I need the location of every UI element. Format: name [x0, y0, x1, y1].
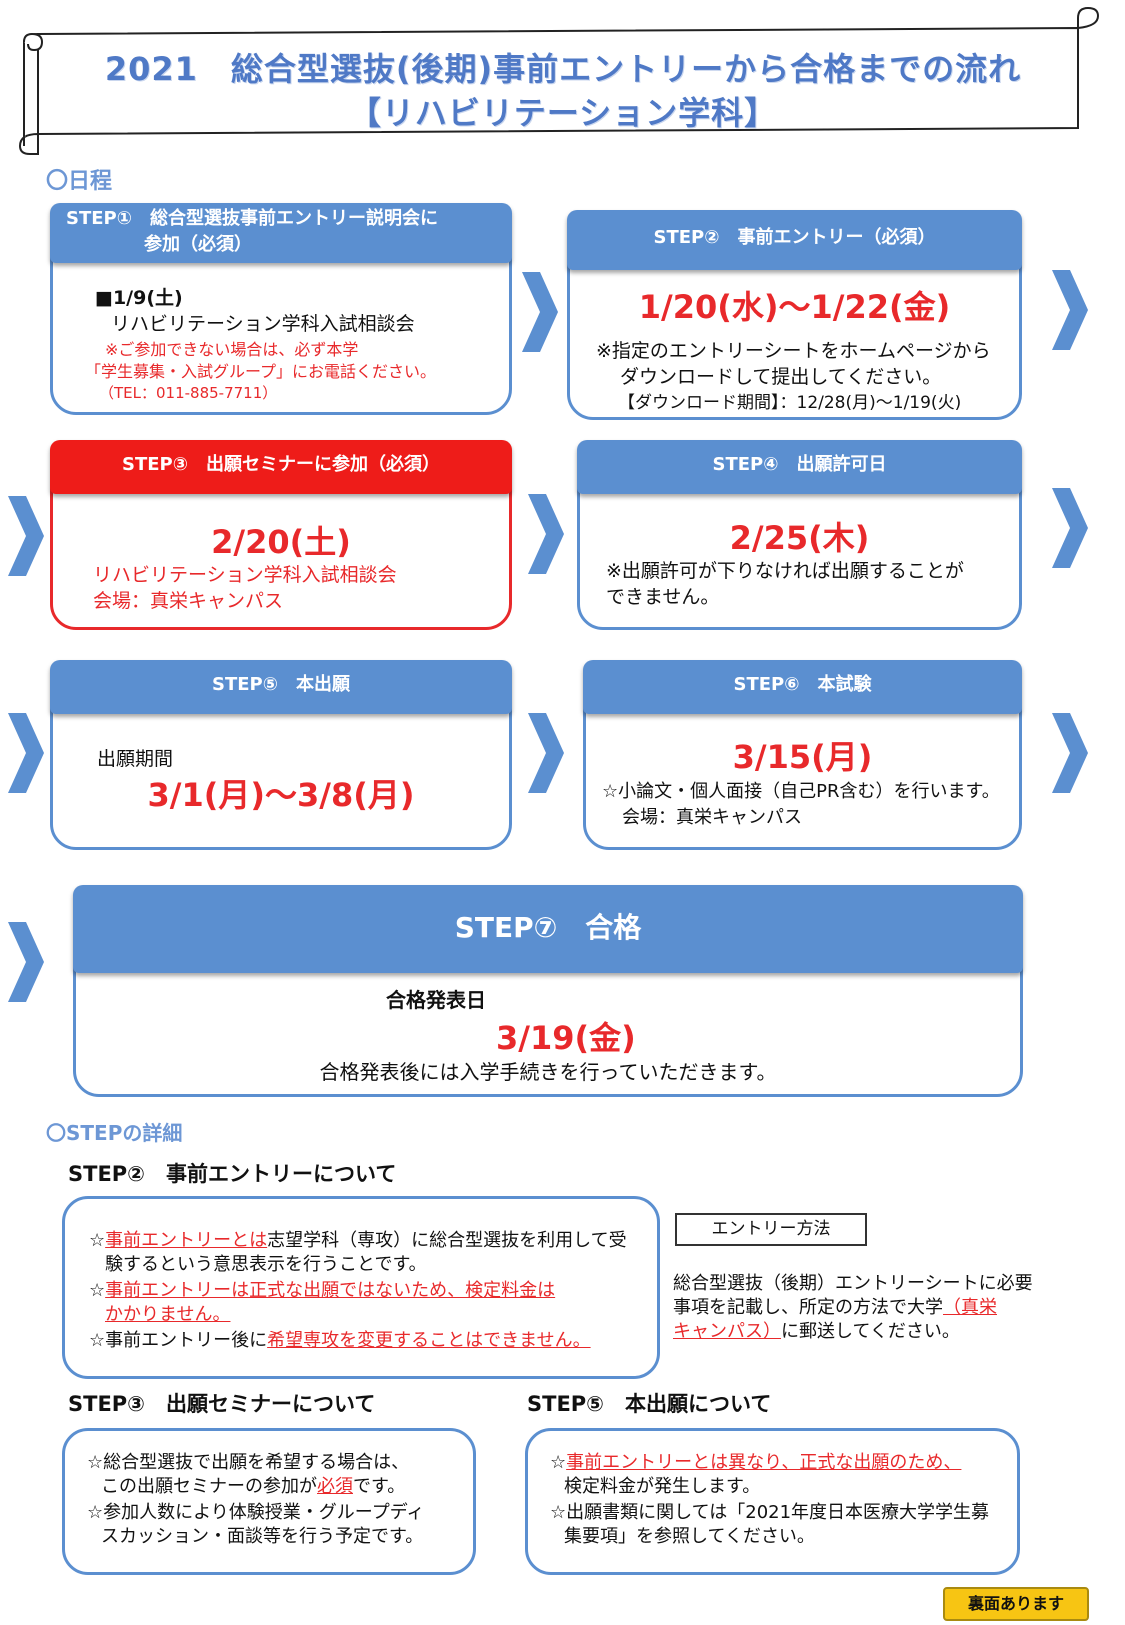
detail-step5-line2: 検定料金が発生します。	[564, 1476, 761, 1497]
step3-date: 2/20(土)	[211, 523, 351, 561]
chevron-right-icon	[1052, 270, 1088, 350]
chevron-right-icon	[522, 272, 558, 352]
step7-header: STEP⑦ 合格	[73, 885, 1023, 973]
chevron-right-icon	[1052, 713, 1088, 793]
step1-header: STEP① 総合型選抜事前エントリー説明会に 参加（必須）	[50, 203, 512, 263]
detail-step3-title: STEP③ 出願セミナーについて	[68, 1392, 376, 1416]
title-banner: 2021 総合型選抜(後期)事前エントリーから合格までの流れ 【リハビリテーショ…	[8, 6, 1114, 156]
detail-step5-title: STEP⑤ 本出願について	[527, 1392, 772, 1416]
step4-line2: できません。	[606, 586, 720, 608]
back-side-label: 裏面あります	[943, 1587, 1089, 1621]
details-heading: 〇STEPの詳細	[46, 1121, 183, 1145]
entry-method-line1: 総合型選抜（後期）エントリーシートに必要	[673, 1273, 1033, 1294]
step3-box: STEP③ 出願セミナーに参加（必須） 2/20(土) リハビリテーション学科入…	[50, 440, 512, 630]
step3-header: STEP③ 出願セミナーに参加（必須）	[50, 440, 512, 494]
entry-method-label: エントリー方法	[675, 1213, 867, 1246]
step1-note2: 「学生募集・入試グループ」にお電話ください。	[85, 362, 437, 381]
step1-date: ■1/9(土)	[95, 287, 183, 309]
entry-method-line3: キャンパス）に郵送してください。	[673, 1321, 960, 1342]
step6-date: 3/15(月)	[732, 738, 873, 776]
chevron-right-icon	[1052, 488, 1088, 568]
step5-box: STEP⑤ 本出願 出願期間 3/1(月)～3/8(月)	[50, 660, 512, 850]
detail-step5-line3: ☆出願書類に関しては「2021年度日本医療大学学生募	[550, 1502, 990, 1523]
detail-step2-line1: ☆事前エントリーとは志望学科（専攻）に総合型選抜を利用して受	[89, 1230, 627, 1251]
step1-header-line1: STEP① 総合型選抜事前エントリー説明会に	[66, 208, 438, 229]
step6-box: STEP⑥ 本試験 3/15(月) ☆小論文・個人面接（自己PR含む）を行います…	[583, 660, 1022, 850]
detail-step5-line4: 集要項」を参照してください。	[564, 1526, 815, 1547]
detail-step5-line1: ☆事前エントリーとは異なり、正式な出願のため、	[550, 1452, 962, 1473]
step4-line1: ※出願許可が下りなければ出願することが	[606, 560, 964, 582]
step1-note3: （TEL：011-885-7711）	[99, 384, 278, 402]
step3-line2: 会場：真栄キャンパス	[93, 590, 284, 612]
step1-note1: ※ご参加できない場合は、必ず本学	[105, 340, 359, 359]
page-title: 2021 総合型選抜(後期)事前エントリーから合格までの流れ	[104, 50, 1022, 88]
page-subtitle: 【リハビリテーション学科】	[348, 94, 778, 132]
step4-date: 2/25(木)	[729, 519, 870, 557]
detail-step3-line4: スカッション・面談等を行う予定です。	[101, 1526, 424, 1547]
step2-date: 1/20(水)～1/22(金)	[638, 288, 951, 326]
step7-date: 3/19(金)	[496, 1019, 636, 1057]
detail-step2-line5: ☆事前エントリー後に希望専攻を変更することはできません。	[89, 1330, 591, 1351]
detail-step2-line4: かかりません。	[105, 1304, 231, 1325]
step7-label: 合格発表日	[386, 988, 486, 1012]
step2-line1: ※指定のエントリーシートをホームページから	[596, 340, 991, 362]
chevron-right-icon	[8, 713, 44, 793]
scroll-shape	[18, 6, 1100, 155]
detail-step2-line2: 験するという意思表示を行うことです。	[105, 1254, 427, 1275]
step2-line3: 【ダウンロード期間】：12/28(月)～1/19(火)	[618, 393, 962, 413]
schedule-heading: 〇日程	[46, 169, 113, 194]
detail-step3-line3: ☆参加人数により体験授業・グループディ	[87, 1502, 425, 1523]
chevron-right-icon	[528, 713, 564, 793]
detail-step3-box: ☆総合型選抜で出願を希望する場合は、 この出願セミナーの参加が必須です。 ☆参加…	[62, 1428, 476, 1575]
step6-line2: 会場：真栄キャンパス	[622, 807, 802, 828]
entry-method-line2: 事項を記載し、所定の方法で大学（真栄	[673, 1297, 997, 1318]
detail-step2-title: STEP② 事前エントリーについて	[68, 1162, 397, 1186]
step2-header: STEP② 事前エントリー（必須）	[567, 210, 1022, 270]
step2-box: STEP② 事前エントリー（必須） 1/20(水)～1/22(金) ※指定のエン…	[567, 210, 1022, 420]
detail-step2-box: ☆事前エントリーとは志望学科（専攻）に総合型選抜を利用して受 験するという意思表…	[62, 1196, 660, 1379]
step1-header-line2: 参加（必須）	[144, 234, 252, 255]
step7-box: STEP⑦ 合格 合格発表日 3/19(金) 合格発表後には入学手続きを行ってい…	[73, 885, 1023, 1097]
step3-line1: リハビリテーション学科入試相談会	[93, 564, 397, 586]
step5-header: STEP⑤ 本出願	[50, 660, 512, 714]
chevron-right-icon	[8, 496, 44, 576]
detail-step2-line3: ☆事前エントリーは正式な出願ではないため、検定料金は	[89, 1280, 556, 1301]
step1-line1: リハビリテーション学科入試相談会	[111, 313, 415, 335]
detail-step3-line2: この出願セミナーの参加が必須です。	[101, 1476, 406, 1497]
step6-header: STEP⑥ 本試験	[583, 660, 1022, 714]
step7-line1: 合格発表後には入学手続きを行っていただきます。	[319, 1060, 777, 1084]
step4-header: STEP④ 出願許可日	[577, 440, 1022, 494]
step6-line1: ☆小論文・個人面接（自己PR含む）を行います。	[602, 781, 1000, 802]
step1-box: STEP① 総合型選抜事前エントリー説明会に 参加（必須） ■1/9(土) リハ…	[50, 203, 512, 415]
step4-box: STEP④ 出願許可日 2/25(木) ※出願許可が下りなければ出願することが …	[577, 440, 1022, 630]
detail-step3-line1: ☆総合型選抜で出願を希望する場合は、	[87, 1452, 410, 1473]
step5-label: 出願期間	[97, 748, 174, 770]
step5-date: 3/1(月)～3/8(月)	[147, 776, 415, 814]
chevron-right-icon	[528, 494, 564, 574]
detail-step5-box: ☆事前エントリーとは異なり、正式な出願のため、 検定料金が発生します。 ☆出願書…	[525, 1428, 1020, 1575]
chevron-right-icon	[8, 922, 44, 1002]
step2-line2: ダウンロードして提出してください。	[620, 366, 942, 388]
